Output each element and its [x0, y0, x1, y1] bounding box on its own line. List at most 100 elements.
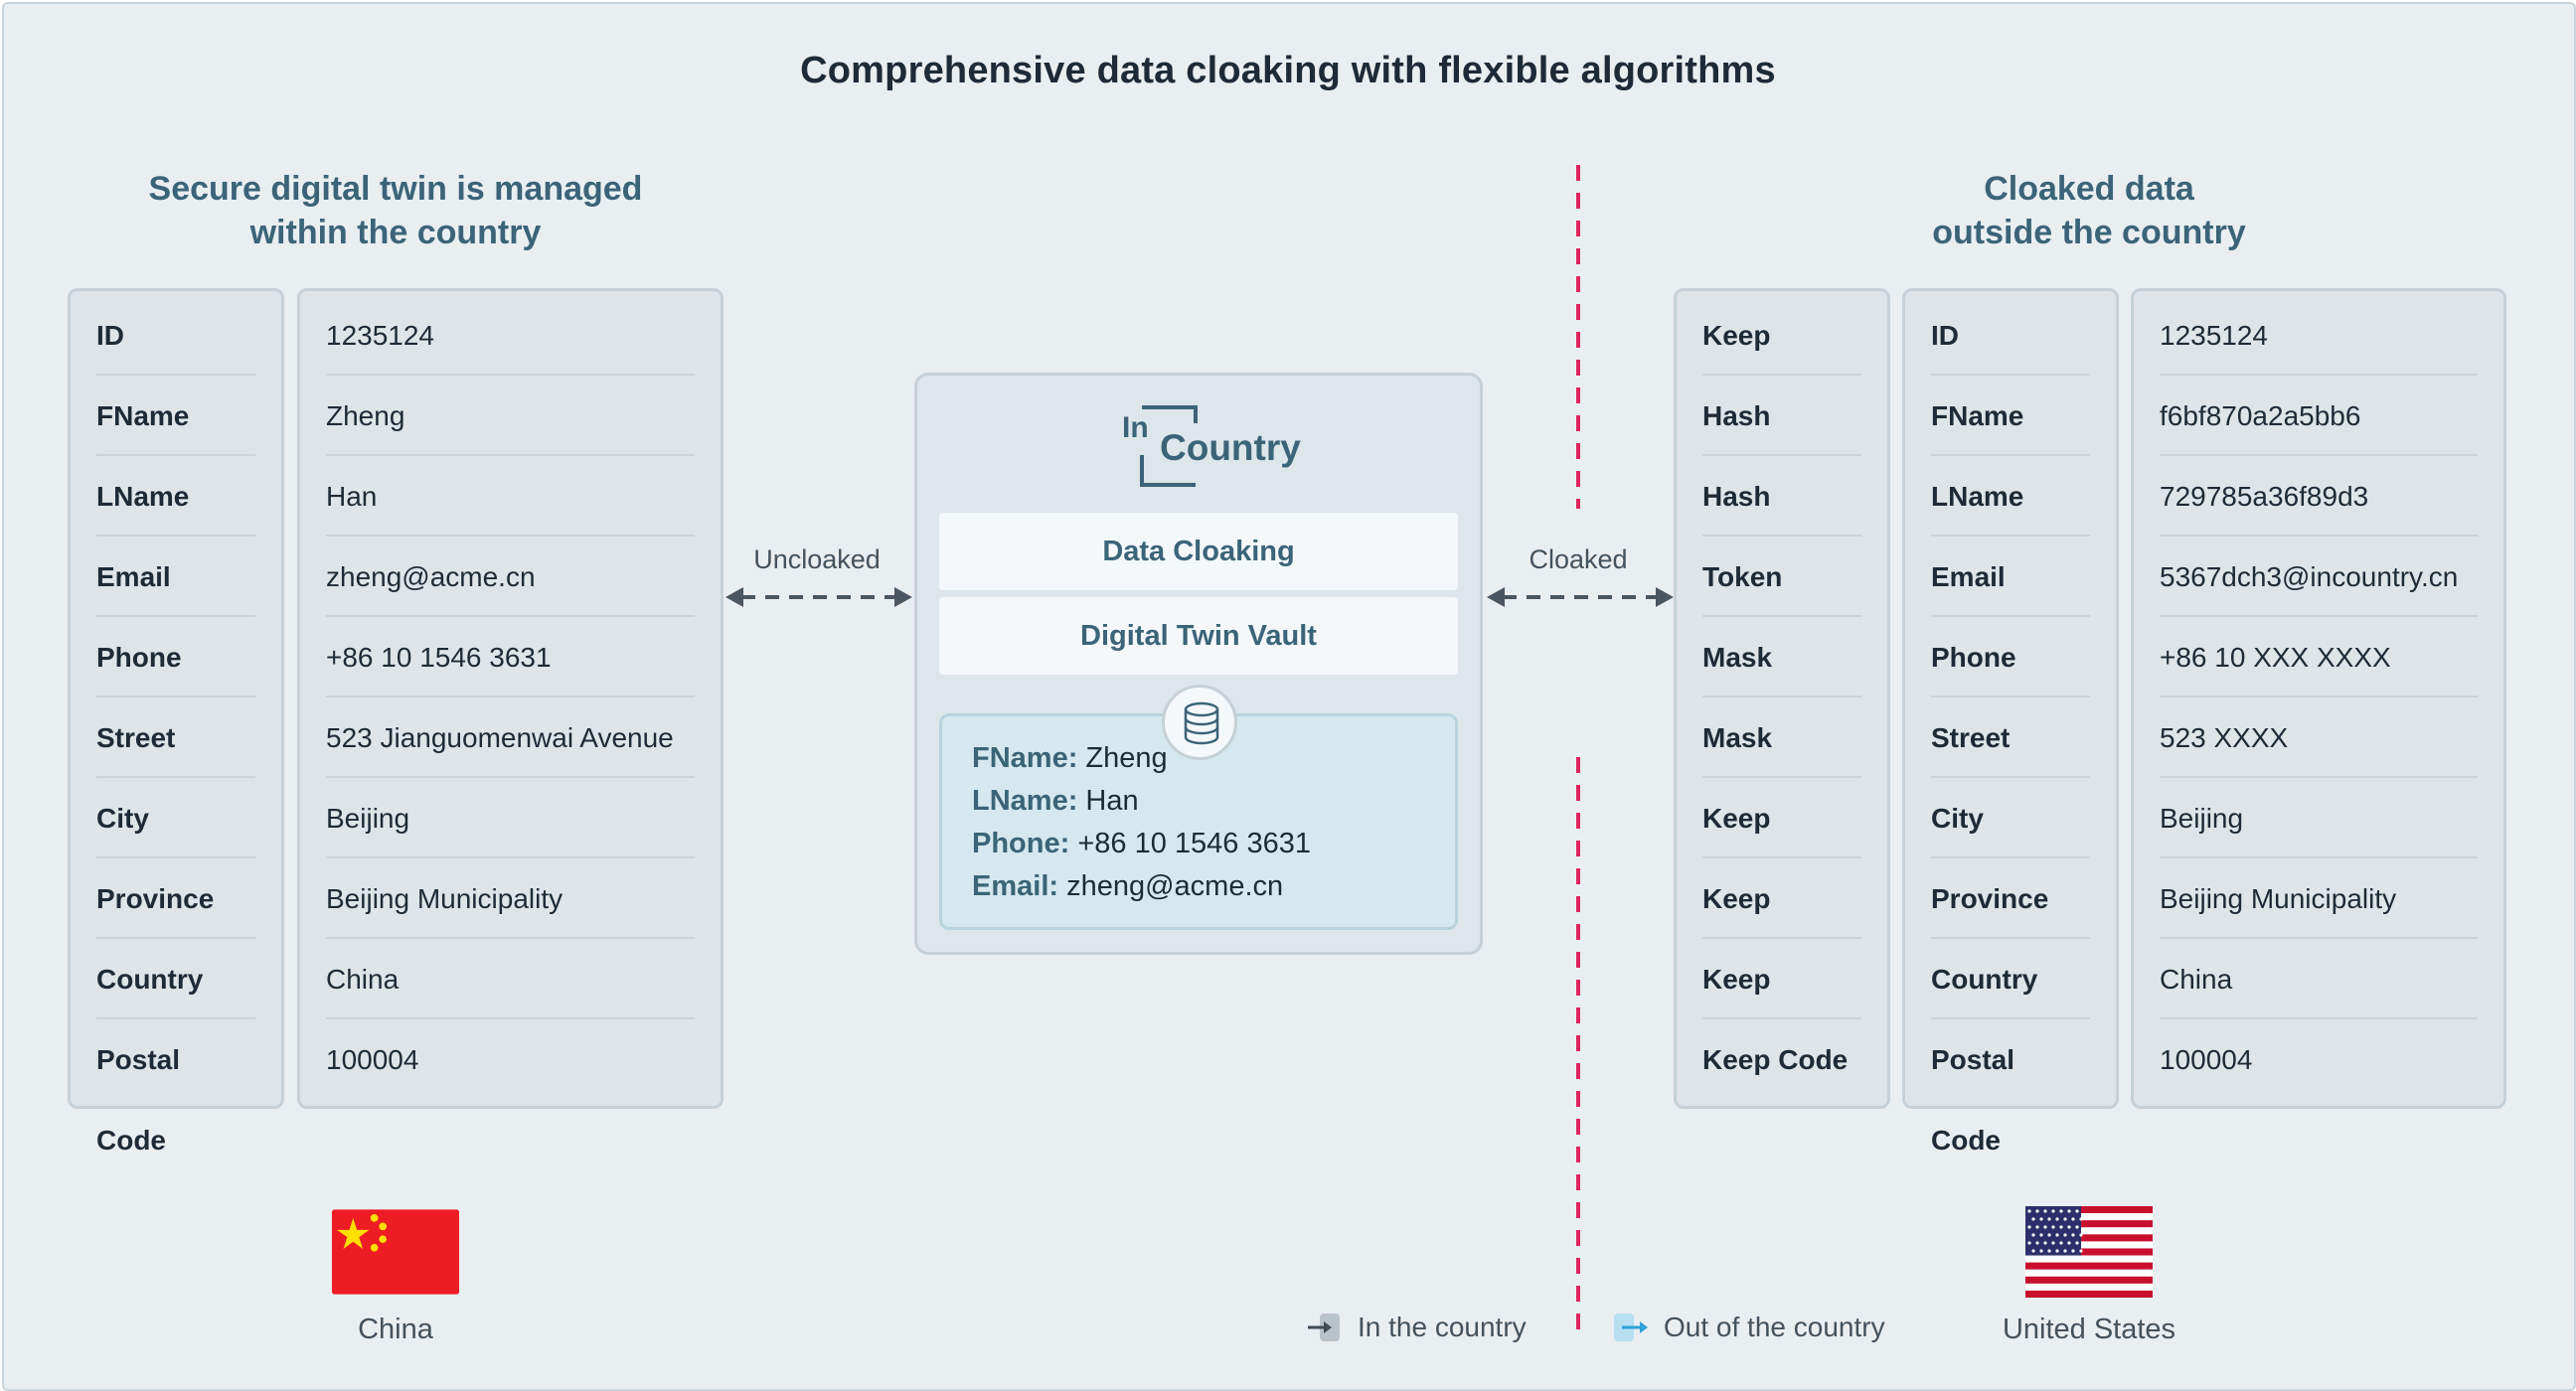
flag-stripe	[2025, 1213, 2153, 1221]
flag-star	[2051, 1225, 2055, 1229]
left-value-cell: 100004	[326, 1044, 419, 1075]
left-value-cell: 1235124	[326, 295, 695, 376]
arrow-in-icon	[1308, 1314, 1340, 1341]
right-field-cell: Country	[1931, 939, 2090, 1019]
right-value-cell: Beijing Municipality	[2160, 858, 2478, 939]
right-value-cell: 100004	[2160, 1044, 2253, 1075]
legend-in-label: In the country	[1358, 1312, 1527, 1342]
right-algorithm-cell: Keep	[1702, 778, 1861, 858]
right-algorithm-cell: Mask	[1702, 617, 1861, 697]
flag-stripe	[2025, 1262, 2153, 1270]
right-value-cell: 729785a36f89d3	[2160, 456, 2478, 537]
right-value-cell: f6bf870a2a5bb6	[2160, 376, 2478, 456]
left-value-cell: +86 10 1546 3631	[326, 617, 695, 697]
right-field-cell: Phone	[1931, 617, 2090, 697]
incountry-logo: In Country	[1122, 397, 1301, 497]
flag-stripe	[2025, 1276, 2153, 1285]
left-value-cell: 523 Jianguomenwai Avenue	[326, 697, 695, 778]
flag-star	[2063, 1217, 2067, 1221]
incountry-vault: In Country Data Cloaking Digital Twin Va…	[914, 373, 1483, 955]
logo-bracket-icon	[1140, 405, 1198, 487]
flag-stripe	[2025, 1269, 2153, 1277]
left-field-cell: Province	[96, 858, 255, 939]
right-value-cell: 523 XXXX	[2160, 697, 2478, 778]
left-field-cell: Country	[96, 939, 255, 1019]
china-label: China	[358, 1314, 433, 1345]
flag-star	[2079, 1233, 2083, 1237]
cloaked-arrow	[1487, 587, 1674, 607]
logo-country-text: Country	[1160, 427, 1301, 468]
flag-star	[2059, 1209, 2063, 1213]
flag-star	[2071, 1249, 2075, 1253]
flag-star	[2079, 1217, 2083, 1221]
left-value-cell: zheng@acme.cn	[326, 537, 695, 617]
right-field-cell: LName	[1931, 456, 2090, 537]
right-value-cell: +86 10 XXX XXXX	[2160, 617, 2478, 697]
flag-stripe	[2025, 1283, 2153, 1292]
flag-star	[2063, 1233, 2067, 1237]
flag-star	[2047, 1217, 2051, 1221]
right-field-cell: Email	[1931, 537, 2090, 617]
flag-star	[2067, 1241, 2071, 1245]
left-field-cell: Email	[96, 537, 255, 617]
flag-star	[2043, 1241, 2047, 1245]
right-heading-line-2: outside the country	[1932, 214, 2246, 251]
cloaked-label: Cloaked	[1529, 544, 1628, 574]
flag-stripe	[2025, 1290, 2153, 1298]
left-heading-line-1: Secure digital twin is managed	[148, 170, 643, 208]
flag-star	[2051, 1209, 2055, 1213]
flag-star	[2039, 1217, 2043, 1221]
right-algorithm-cell: Hash	[1702, 376, 1861, 456]
flag-stripe	[2025, 1220, 2153, 1228]
flag-star	[2035, 1225, 2039, 1229]
flag-star	[2055, 1233, 2059, 1237]
right-field-cell: Postal Code	[1931, 1044, 2015, 1156]
left-heading: Secure digital twin is managed within th…	[97, 167, 694, 254]
right-field-cell: Province	[1931, 858, 2090, 939]
left-value-cell: China	[326, 939, 695, 1019]
flag-star	[2043, 1225, 2047, 1229]
diagram-title: Comprehensive data cloaking with flexibl…	[800, 50, 1776, 91]
digital-twin-vault-button[interactable]: Digital Twin Vault	[939, 597, 1458, 675]
right-value-cell: China	[2160, 939, 2478, 1019]
vault-record-email: Email: zheng@acme.cn	[972, 870, 1284, 902]
right-algorithm-cell: Keep	[1702, 295, 1861, 376]
flag-star	[2055, 1249, 2059, 1253]
right-field-cell: City	[1931, 778, 2090, 858]
uncloaked-label: Uncloaked	[753, 544, 881, 574]
right-value-cell: Beijing	[2160, 778, 2478, 858]
flag-star	[2051, 1241, 2055, 1245]
data-cloaking-button[interactable]: Data Cloaking	[939, 513, 1458, 590]
flag-star	[2075, 1241, 2079, 1245]
us-flag-icon	[2025, 1206, 2153, 1298]
left-value-cell: Han	[326, 456, 695, 537]
country-border-line	[1576, 165, 1580, 1341]
flag-stripe	[2025, 1255, 2153, 1263]
vault-record-lname: LName: Han	[972, 785, 1139, 817]
flag-star	[2043, 1209, 2047, 1213]
flag-star	[2047, 1249, 2051, 1253]
right-algorithm-cell: Hash	[1702, 456, 1861, 537]
left-field-cell: Postal Code	[96, 1044, 181, 1156]
flag-star	[2047, 1233, 2051, 1237]
right-algorithm-cell: Keep	[1702, 858, 1861, 939]
right-algorithm-cell: Mask	[1702, 697, 1861, 778]
flag-star	[2063, 1249, 2067, 1253]
flag-star	[2075, 1225, 2079, 1229]
left-heading-line-2: within the country	[249, 214, 542, 251]
left-field-cell: Phone	[96, 617, 255, 697]
flag-star	[2039, 1249, 2043, 1253]
right-heading: Cloaked data outside the country	[1791, 167, 2387, 254]
flag-star	[2035, 1209, 2039, 1213]
flag-stripe	[2025, 1248, 2153, 1256]
flag-stripe	[2025, 1206, 2153, 1214]
flag-star	[2031, 1233, 2035, 1237]
flag-star	[2071, 1217, 2075, 1221]
flag-stripe	[2025, 1234, 2153, 1242]
left-value-cell: Zheng	[326, 376, 695, 456]
